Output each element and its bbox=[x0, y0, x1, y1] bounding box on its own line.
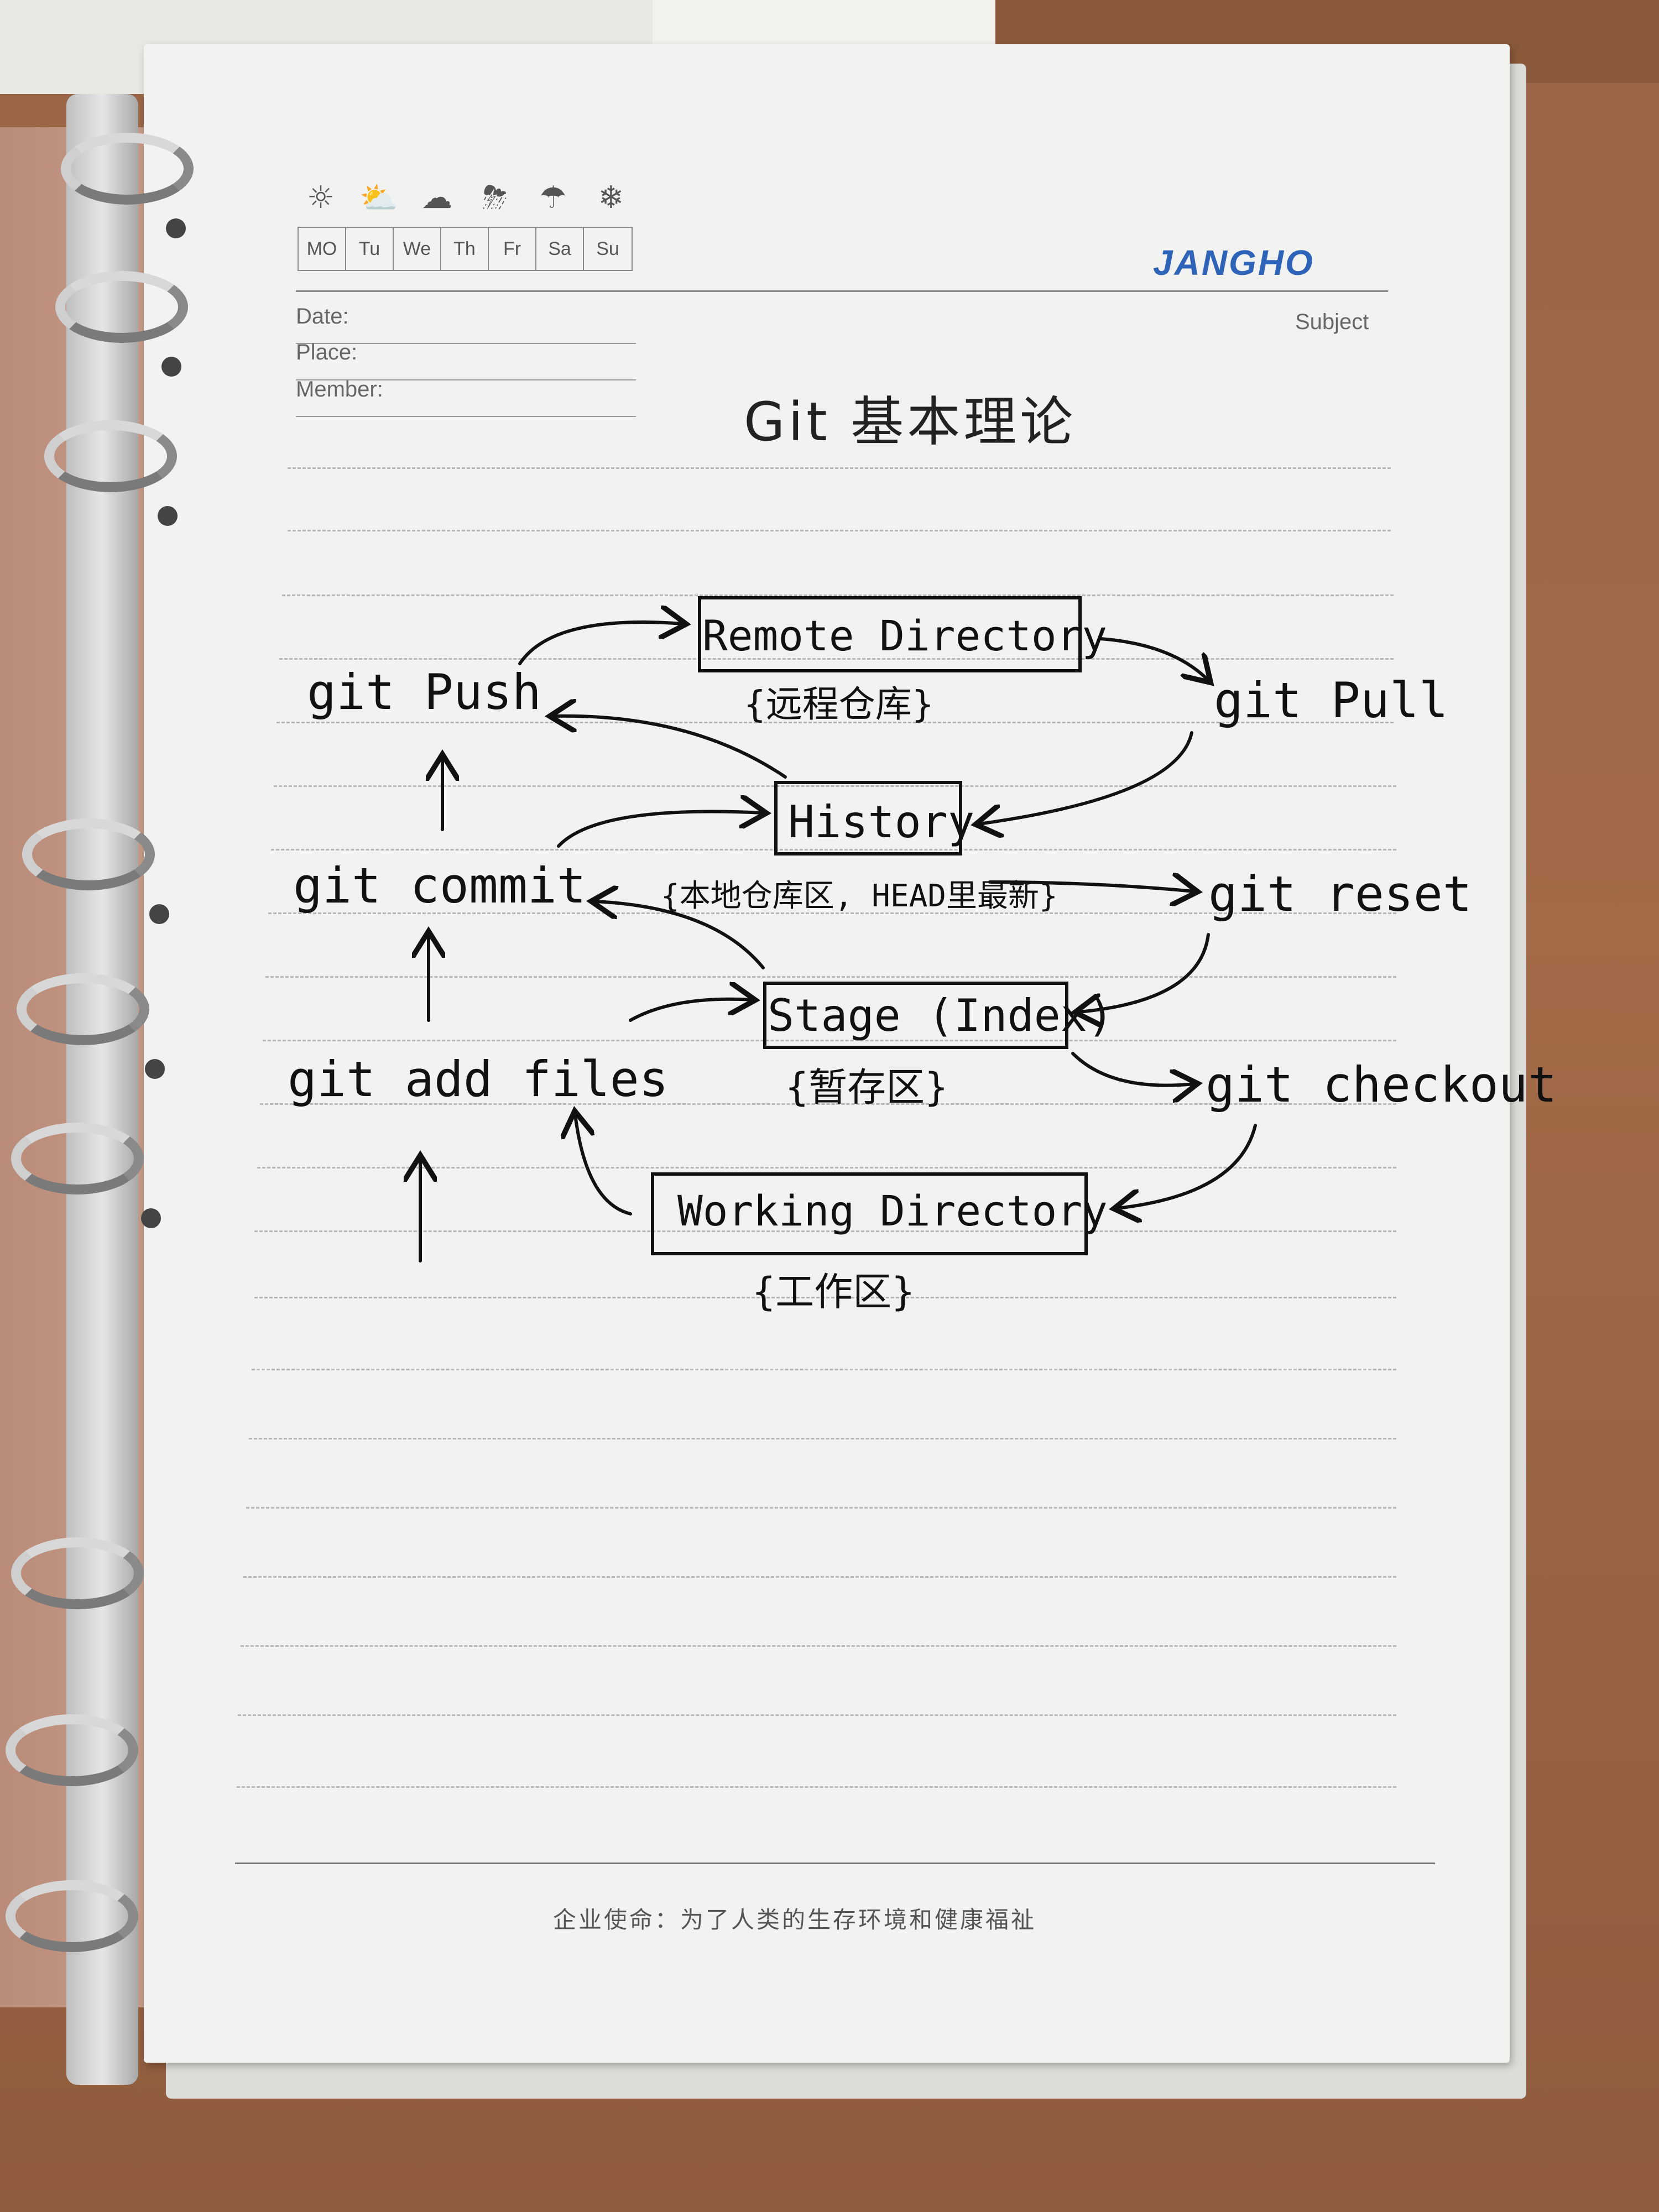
ruled-line bbox=[271, 849, 1396, 851]
git-pull-label: git Pull bbox=[1214, 672, 1448, 729]
history-label: History bbox=[788, 796, 975, 848]
ruled-line bbox=[252, 1369, 1396, 1370]
ruled-line bbox=[268, 912, 1396, 914]
punch-hole bbox=[145, 1059, 165, 1079]
date-label: Date: bbox=[296, 304, 349, 328]
remote-directory-label: Remote Directory bbox=[702, 611, 1108, 660]
notebook-page bbox=[144, 44, 1510, 2063]
rain-icon: ☂ bbox=[539, 180, 567, 216]
arrow-reset-to-stage bbox=[1078, 933, 1210, 1012]
subject-label: Subject bbox=[1295, 310, 1369, 334]
rain-sun-icon: ⛈ bbox=[482, 180, 508, 216]
arrow-stage-to-checkout bbox=[1071, 1052, 1194, 1086]
brand-logo: JANGHO bbox=[1153, 243, 1314, 283]
member-label: Member: bbox=[296, 377, 383, 401]
arrow-remote-to-pull bbox=[1099, 637, 1208, 680]
git-checkout-label: git checkout bbox=[1206, 1056, 1557, 1113]
partly-cloudy-icon: ⛅ bbox=[359, 180, 398, 216]
place-line bbox=[296, 379, 636, 380]
day-box[interactable]: Tu bbox=[346, 228, 394, 270]
arrow-checkout-to-working bbox=[1117, 1124, 1257, 1208]
footer-slogan: 企业使命：为了人类的生存环境和健康福祉 bbox=[553, 1906, 1037, 1933]
footer-rule bbox=[235, 1863, 1435, 1864]
stage-note: {暂存区} bbox=[785, 1065, 948, 1110]
ruled-line bbox=[243, 1576, 1396, 1578]
punch-hole bbox=[141, 1208, 161, 1228]
header-rule bbox=[296, 290, 1388, 292]
ruled-line bbox=[276, 722, 1394, 723]
weather-icons: ☼ ⛅ ☁ ⛈ ☂ ❄ bbox=[299, 180, 641, 218]
ruled-line bbox=[249, 1438, 1396, 1439]
history-note: {本地仓库区, HEAD里最新} bbox=[661, 878, 1058, 914]
punch-hole bbox=[149, 904, 169, 924]
ruled-line bbox=[254, 1297, 1396, 1298]
remote-directory-note: {远程仓库} bbox=[744, 683, 934, 726]
day-box[interactable]: Sa bbox=[536, 228, 584, 270]
stage-label: Stage (Index) bbox=[768, 990, 1114, 1041]
punch-hole bbox=[161, 357, 181, 377]
ruled-line bbox=[257, 1167, 1396, 1168]
working-directory-note: {工作区} bbox=[752, 1269, 915, 1314]
ruled-line bbox=[274, 785, 1396, 787]
snow-icon: ❄ bbox=[598, 180, 624, 216]
ruled-line bbox=[288, 467, 1391, 469]
ruled-line bbox=[254, 1230, 1396, 1232]
arrow-add-to-stage bbox=[629, 999, 752, 1022]
arrow-pull-to-history bbox=[979, 731, 1193, 824]
ruled-line bbox=[279, 658, 1394, 660]
page-title: Git 基本理论 bbox=[744, 391, 1077, 453]
ruled-line bbox=[265, 976, 1396, 978]
date-line bbox=[296, 343, 636, 344]
day-box[interactable]: MO bbox=[299, 228, 346, 270]
ruled-line bbox=[246, 1507, 1396, 1509]
ruled-line bbox=[260, 1103, 1396, 1105]
punch-hole bbox=[158, 506, 178, 526]
ruled-line bbox=[263, 1040, 1396, 1041]
working-directory-label: Working Directory bbox=[677, 1186, 1108, 1235]
ruled-line bbox=[237, 1786, 1396, 1788]
stage-box bbox=[763, 982, 1068, 1049]
sun-icon: ☼ bbox=[306, 180, 335, 216]
ruled-line bbox=[241, 1645, 1396, 1647]
working-directory-box bbox=[651, 1172, 1088, 1255]
weekday-boxes: MO Tu We Th Fr Sa Su bbox=[298, 227, 633, 271]
arrow-history-to-push bbox=[553, 716, 787, 779]
history-box bbox=[774, 781, 962, 855]
arrow-commit-to-history bbox=[557, 812, 763, 848]
ruled-line bbox=[282, 594, 1394, 596]
git-push-label: git Push bbox=[307, 664, 541, 721]
git-add-files-label: git add files bbox=[288, 1051, 669, 1108]
arrow-history-to-reset bbox=[988, 882, 1194, 891]
day-box[interactable]: We bbox=[394, 228, 441, 270]
arrow-working-to-add bbox=[575, 1114, 632, 1215]
arrow-push-to-remote bbox=[518, 622, 683, 665]
git-commit-label: git commit bbox=[293, 857, 586, 914]
ruled-line bbox=[288, 530, 1391, 531]
punch-hole bbox=[166, 218, 186, 238]
day-box[interactable]: Su bbox=[596, 238, 619, 259]
place-label: Place: bbox=[296, 340, 358, 364]
git-reset-label: git reset bbox=[1208, 865, 1472, 922]
day-box[interactable]: Th bbox=[441, 228, 489, 270]
ruled-line bbox=[238, 1714, 1396, 1716]
member-line bbox=[296, 416, 636, 417]
cloud-icon: ☁ bbox=[421, 180, 452, 216]
remote-directory-box bbox=[698, 596, 1082, 672]
day-box[interactable]: Fr bbox=[489, 228, 536, 270]
arrow-stage-to-commit bbox=[594, 901, 765, 969]
